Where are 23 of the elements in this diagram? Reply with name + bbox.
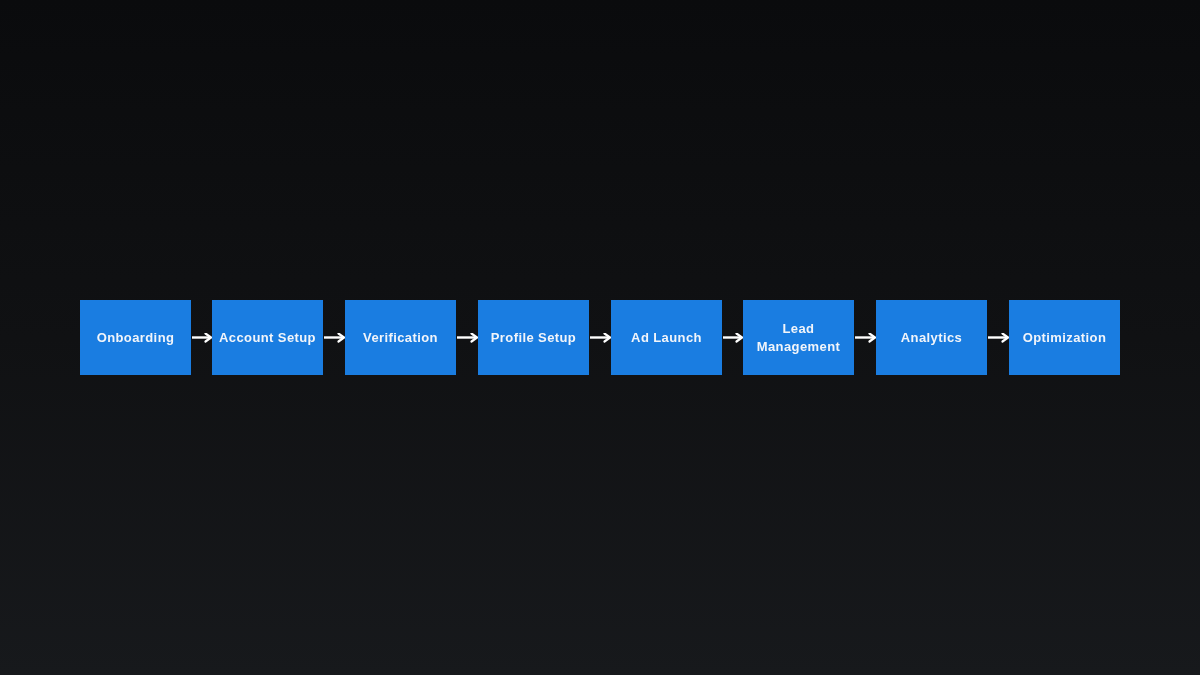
arrow <box>590 332 612 343</box>
step-label: Verification <box>363 328 438 347</box>
step-label: Ad Launch <box>631 328 702 347</box>
step-label: Analytics <box>900 328 963 347</box>
step-label: Profile Setup <box>490 328 577 347</box>
process-box <box>876 300 987 375</box>
step-label: Lead Management <box>755 319 842 356</box>
process-box <box>611 300 722 375</box>
process-box <box>212 300 323 375</box>
process-box <box>345 300 456 375</box>
step-label: Onboarding <box>96 328 175 347</box>
step-label: Account Setup <box>219 328 316 347</box>
arrow <box>855 332 877 343</box>
step-label: Optimization <box>1022 328 1107 347</box>
process-box <box>478 300 589 375</box>
arrow <box>723 332 744 343</box>
process-box <box>743 300 854 375</box>
arrow <box>988 332 1010 343</box>
process-box <box>80 300 191 375</box>
arrow <box>324 332 346 343</box>
arrow <box>192 332 213 343</box>
arrow <box>457 332 479 343</box>
process-box <box>1009 300 1120 375</box>
